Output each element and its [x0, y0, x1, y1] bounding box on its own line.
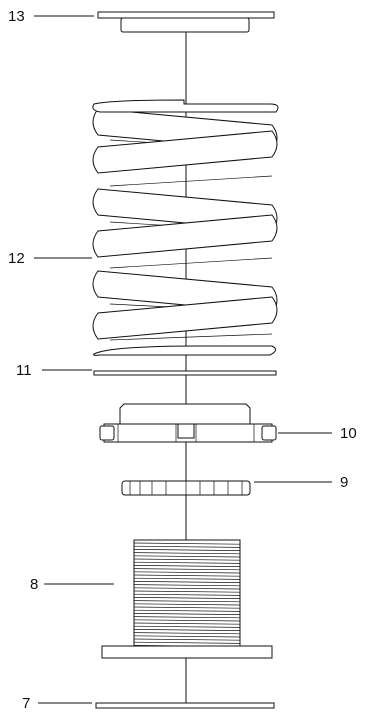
thread-line — [133, 603, 241, 606]
thread-line — [133, 638, 241, 641]
part-10-lock-nut — [99, 403, 277, 443]
thread-line — [133, 545, 241, 548]
spring-back-line — [109, 175, 273, 187]
thread-line — [133, 558, 241, 561]
thread-line — [133, 597, 241, 599]
callout-11: 11 — [16, 362, 32, 379]
thread-line — [133, 574, 241, 577]
callout-7: 7 — [22, 695, 30, 712]
thread-line — [133, 555, 241, 558]
thread-line — [133, 565, 241, 567]
spring-back-line — [109, 333, 273, 341]
thread-line — [133, 609, 241, 612]
part-8-threaded-body — [101, 539, 273, 659]
spring-coil — [92, 296, 278, 340]
thread-line — [133, 552, 241, 555]
part-12-coil-spring — [92, 99, 279, 356]
thread-line — [133, 581, 241, 583]
thread-line — [133, 632, 241, 635]
thread-line — [133, 606, 241, 609]
thread-line — [133, 593, 241, 596]
thread-line — [133, 613, 241, 615]
thread-line — [133, 542, 241, 545]
thread-line — [133, 568, 241, 571]
thread-line — [133, 571, 241, 574]
spring-front-coils — [92, 108, 278, 340]
spring-coil — [92, 130, 278, 174]
spring-coil — [92, 214, 278, 258]
part-9-toothed-ring — [121, 480, 251, 496]
thread-line — [133, 590, 241, 593]
thread-line — [133, 549, 241, 551]
thread-line — [133, 600, 241, 603]
thread-line — [133, 577, 241, 580]
thread-line — [133, 561, 241, 564]
callout-12: 12 — [8, 250, 25, 267]
thread-line — [133, 584, 241, 587]
thread-line — [133, 641, 241, 644]
thread-line — [133, 622, 241, 625]
part-13-top-cap — [97, 11, 275, 33]
spring-back-line — [109, 257, 273, 269]
thread-line — [133, 635, 241, 638]
thread-line — [133, 587, 241, 590]
part-7-base-plate — [95, 702, 275, 709]
thread-line — [133, 616, 241, 619]
callout-8: 8 — [30, 576, 38, 593]
callout-9: 9 — [340, 474, 348, 491]
thread-line — [133, 619, 241, 622]
part-11-washer — [93, 370, 277, 376]
thread-line — [133, 625, 241, 628]
thread-line — [133, 629, 241, 631]
callout-10: 10 — [340, 425, 357, 442]
callout-13: 13 — [8, 8, 25, 25]
